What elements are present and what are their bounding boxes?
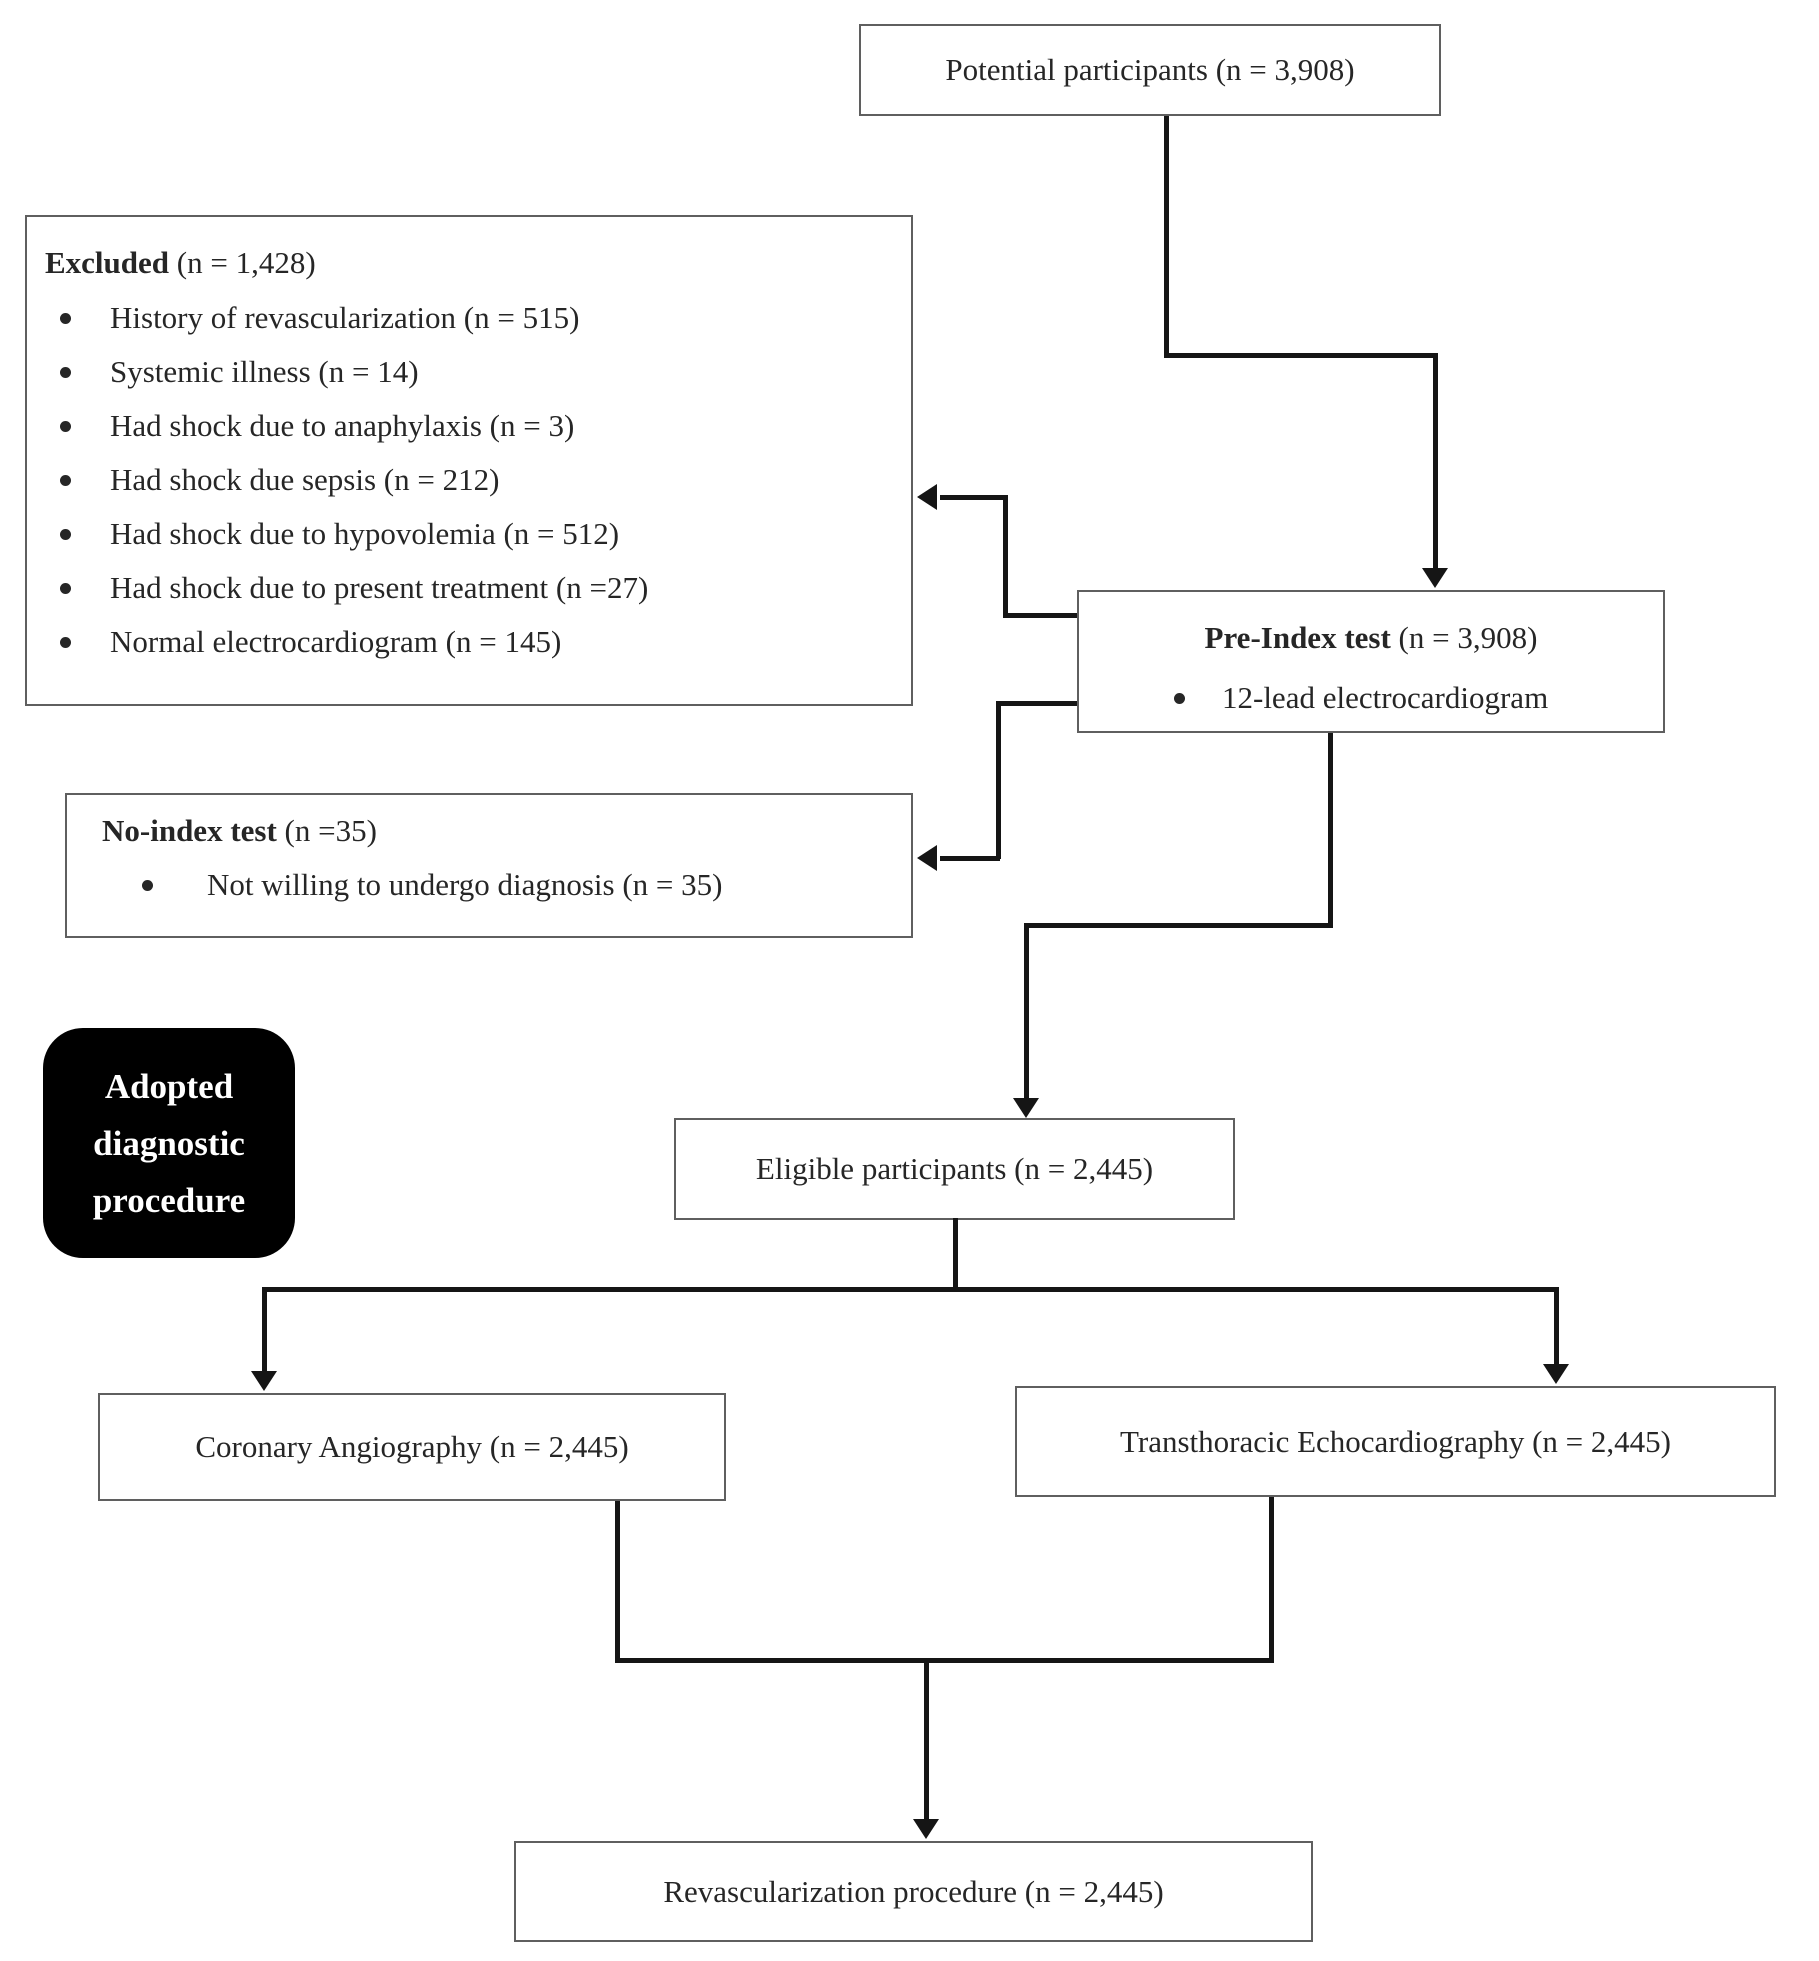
line-segment [262,1287,1559,1292]
line-segment [996,701,1077,706]
line-segment [615,1501,620,1663]
excluded-reason: Had shock due to present treatment (n =2… [110,570,649,605]
line-segment [1024,923,1333,928]
label-line: diagnostic [93,1123,245,1163]
node-no-index-test: No-index test (n =35) Not willing to und… [65,793,913,938]
excluded-reason: Systemic illness (n = 14) [110,354,419,389]
bullet-icon [60,636,71,648]
node-pre-index-test: Pre-Index test (n = 3,908) 12-lead elect… [1077,590,1665,733]
label-adopted-diagnostic-procedure: Adopted diagnostic procedure [43,1028,295,1258]
list-item: Not willing to undergo diagnosis (n = 35… [142,859,911,911]
node-pre-index-title: Pre-Index test (n = 3,908) [1079,618,1663,658]
bullet-icon [60,528,71,540]
bullet-icon [60,312,71,324]
excluded-reason: Had shock due sepsis (n = 212) [110,462,500,497]
line-segment [940,495,1006,500]
node-revascularization-procedure-label: Revascularization procedure (n = 2,445) [663,1873,1164,1909]
node-no-index-title-count: (n =35) [276,813,377,848]
arrowhead-down-icon [913,1819,939,1839]
line-segment [1164,353,1438,358]
pre-index-test-item: 12-lead electrocardiogram [1222,680,1549,715]
bullet-icon [142,879,153,891]
line-segment [1433,353,1438,572]
list-item: Had shock due to anaphylaxis (n = 3) [60,399,911,453]
excluded-reason: Normal electrocardiogram (n = 145) [110,624,562,659]
node-pre-index-title-count: (n = 3,908) [1390,620,1538,655]
line-segment [1554,1287,1559,1366]
line-segment [1003,495,1008,618]
line-segment [940,856,1000,861]
bullet-icon [1174,692,1185,704]
bullet-icon [60,366,71,378]
arrowhead-left-icon [917,484,937,510]
node-excluded: Excluded (n = 1,428) History of revascul… [25,215,913,706]
node-potential-participants: Potential participants (n = 3,908) [859,24,1441,116]
node-excluded-title-bold: Excluded [45,245,170,280]
label-line: Adopted [104,1066,234,1106]
line-segment [1003,613,1077,618]
line-segment [1164,116,1169,358]
list-item: Systemic illness (n = 14) [60,345,911,399]
arrowhead-down-icon [251,1371,277,1391]
excluded-reason: Had shock due to hypovolemia (n = 512) [110,516,620,551]
excluded-reason: History of revascularization (n = 515) [110,300,580,335]
list-item: 12-lead electrocardiogram [1174,672,1663,724]
line-segment [953,1218,958,1292]
node-eligible-participants: Eligible participants (n = 2,445) [674,1118,1235,1220]
node-excluded-title-count: (n = 1,428) [169,245,316,280]
list-item: History of revascularization (n = 515) [60,291,911,345]
line-segment [1024,923,1029,1101]
bullet-icon [60,420,71,432]
node-revascularization-procedure: Revascularization procedure (n = 2,445) [514,1841,1313,1942]
node-coronary-angiography: Coronary Angiography (n = 2,445) [98,1393,726,1501]
excluded-reason: Had shock due to anaphylaxis (n = 3) [110,408,575,443]
arrowhead-left-icon [917,845,937,871]
no-index-reason: Not willing to undergo diagnosis (n = 35… [207,867,723,902]
list-item: Had shock due sepsis (n = 212) [60,453,911,507]
excluded-bullet-list: History of revascularization (n = 515) S… [27,291,911,669]
line-segment [1269,1497,1274,1663]
node-transthoracic-echocardiography: Transthoracic Echocardiography (n = 2,44… [1015,1386,1776,1497]
node-pre-index-title-bold: Pre-Index test [1204,620,1391,655]
node-coronary-angiography-label: Coronary Angiography (n = 2,445) [195,1429,629,1464]
node-eligible-participants-label: Eligible participants (n = 2,445) [755,1151,1154,1186]
line-segment [615,1658,1274,1663]
label-line: procedure [92,1180,246,1220]
node-potential-participants-label: Potential participants (n = 3,908) [945,52,1355,87]
arrowhead-down-icon [1543,1364,1569,1384]
list-item: Had shock due to present treatment (n =2… [60,561,911,615]
arrowhead-down-icon [1422,568,1448,588]
line-segment [1328,733,1333,928]
node-excluded-title: Excluded (n = 1,428) [45,243,911,283]
line-segment [924,1658,929,1823]
list-item: Had shock due to hypovolemia (n = 512) [60,507,911,561]
list-item: Normal electrocardiogram (n = 145) [60,615,911,669]
line-segment [996,701,1001,859]
bullet-icon [60,582,71,594]
bullet-icon [60,474,71,486]
line-segment [262,1287,267,1371]
node-no-index-title-bold: No-index test [102,813,277,848]
node-no-index-title: No-index test (n =35) [102,811,911,851]
node-transthoracic-echocardiography-label: Transthoracic Echocardiography (n = 2,44… [1120,1423,1671,1459]
arrowhead-down-icon [1013,1098,1039,1118]
